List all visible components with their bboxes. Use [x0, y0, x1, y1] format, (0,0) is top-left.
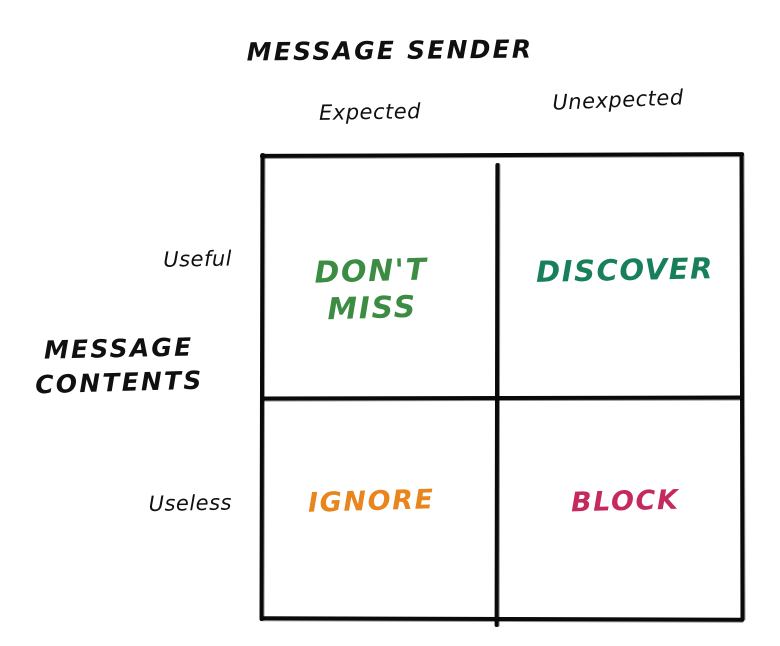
matrix-border-bottom [259, 616, 745, 622]
quadrant-ignore[interactable]: IGNORE [264, 400, 495, 617]
quadrant-label-discover: DISCOVER [536, 250, 715, 289]
matrix-border-right [739, 152, 745, 622]
x-axis-title: MESSAGE SENDER [246, 34, 534, 67]
quadrant-block[interactable]: BLOCK [499, 400, 740, 617]
matrix-grid: DON'T MISS DISCOVER IGNORE BLOCK [259, 152, 745, 628]
quadrant-label-dont-miss: DON'T MISS [313, 252, 429, 327]
y-axis-title-line2: CONTENTS [34, 365, 204, 400]
column-header-unexpected: Unexpected [551, 85, 685, 115]
quadrant-label-ignore: IGNORE [307, 484, 436, 519]
quadrant-dont-miss[interactable]: DON'T MISS [264, 157, 495, 396]
row-header-useful: Useful [163, 246, 233, 272]
quadrant-label-block: BLOCK [570, 484, 681, 519]
y-axis-title: MESSAGE CONTENTS [13, 330, 224, 402]
quadrant-discover[interactable]: DISCOVER [499, 157, 740, 396]
column-header-expected: Expected [318, 99, 422, 125]
row-header-useless: Useless [148, 490, 233, 516]
y-axis-title-line1: MESSAGE [43, 332, 194, 365]
